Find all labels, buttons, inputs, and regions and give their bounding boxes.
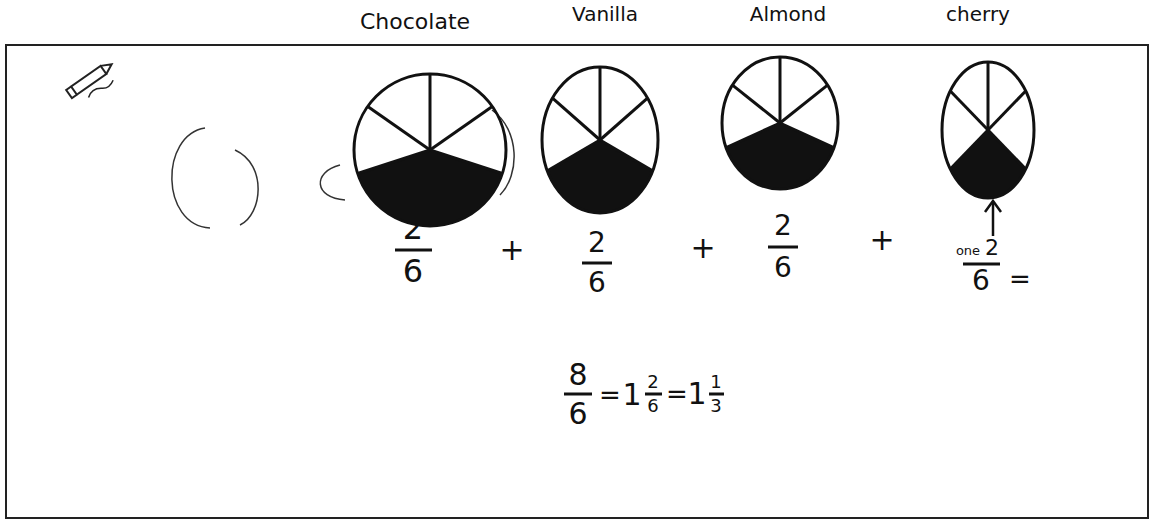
pointer-arrow [985, 201, 1001, 236]
plus-sign: + [499, 235, 524, 265]
shaded-part [547, 140, 652, 213]
answer-box [6, 45, 1148, 518]
numeral: 8 [568, 360, 587, 390]
slice-line [600, 140, 653, 171]
plus-sign: + [690, 233, 715, 263]
slice-line [430, 106, 492, 150]
slice-line [779, 57, 782, 123]
numeral: 6 [403, 255, 423, 287]
numeral: 6 [972, 267, 990, 295]
slice-line [950, 130, 988, 169]
numeral: 6 [774, 254, 792, 282]
pie-circle: Vanilla [540, 65, 660, 215]
circle-outline [940, 60, 1036, 200]
numeral: 1 [687, 379, 706, 409]
circle-outline [354, 74, 506, 226]
numeral: 2 [774, 212, 792, 240]
flavor-label: cherry [946, 4, 1010, 24]
pie-circle: cherry [940, 60, 1036, 200]
circle-outline [942, 62, 1034, 198]
numeral: 6 [568, 399, 587, 429]
numeral: 6 [588, 269, 606, 297]
slice-line [988, 91, 1026, 130]
slice-line [600, 98, 648, 140]
slice-line [552, 98, 600, 140]
equals-sign: = [1009, 266, 1031, 292]
slice-line [599, 67, 602, 140]
slice-line [547, 140, 600, 171]
note-word: one [956, 244, 980, 257]
slice-line [726, 123, 780, 148]
slice-line [430, 150, 502, 173]
numeral: 1 [710, 373, 721, 391]
numeral: 2 [647, 373, 658, 391]
slice-line [368, 106, 430, 150]
pie-circle: Chocolate [352, 72, 508, 228]
numeral: 3 [710, 397, 721, 415]
numeral: 2 [403, 212, 423, 244]
circle-outline [722, 57, 838, 189]
sketch-arc [235, 150, 258, 225]
pencil-icon [66, 60, 121, 107]
flavor-label: Almond [750, 4, 826, 24]
circle-outline [540, 65, 660, 215]
shaded-part [358, 150, 503, 226]
numeral: 6 [647, 397, 658, 415]
circle-outline [352, 72, 508, 228]
slice-line [780, 85, 828, 123]
plus-sign: + [869, 225, 894, 255]
slice-line [358, 150, 430, 173]
numeral: 1 [622, 380, 641, 410]
sketch-arc [172, 128, 210, 228]
slice-line [950, 91, 988, 130]
fraction-bars [395, 247, 1000, 394]
slice-line [732, 85, 780, 123]
numeral: 2 [588, 229, 606, 257]
flavor-label: Vanilla [572, 4, 638, 24]
circle-outline [720, 55, 840, 191]
slice-line [429, 74, 432, 150]
equals-sign: = [666, 381, 688, 407]
slice-line [780, 123, 834, 148]
shaded-part [726, 123, 834, 189]
numeral: 2 [985, 237, 999, 259]
circle-outline [542, 67, 658, 213]
sketch-arc [320, 165, 345, 200]
slice-line [988, 130, 1026, 169]
flavor-label: Chocolate [360, 11, 470, 33]
pie-circle: Almond [720, 55, 840, 191]
equals-sign: = [599, 382, 621, 408]
slice-line [987, 62, 990, 130]
